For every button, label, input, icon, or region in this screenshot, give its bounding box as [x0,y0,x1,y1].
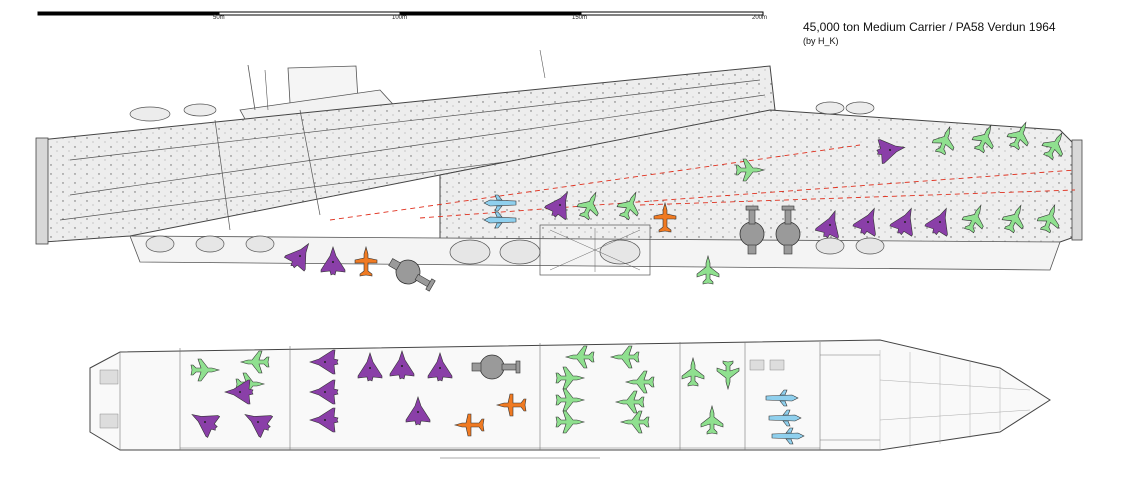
scale-tick-50: 50m [213,15,225,21]
drawing-credit: (by H_K) [803,36,839,46]
scale-tick-100: 100m [392,15,408,21]
flight-deck-view [35,49,1083,276]
small-jet-icon [765,389,805,445]
scale-tick-200: 200m [752,15,768,21]
scale-tick-150: 150m [572,15,588,21]
drawing-title: 45,000 ton Medium Carrier / PA58 Verdun … [803,20,1056,34]
scale-bar [37,11,764,16]
